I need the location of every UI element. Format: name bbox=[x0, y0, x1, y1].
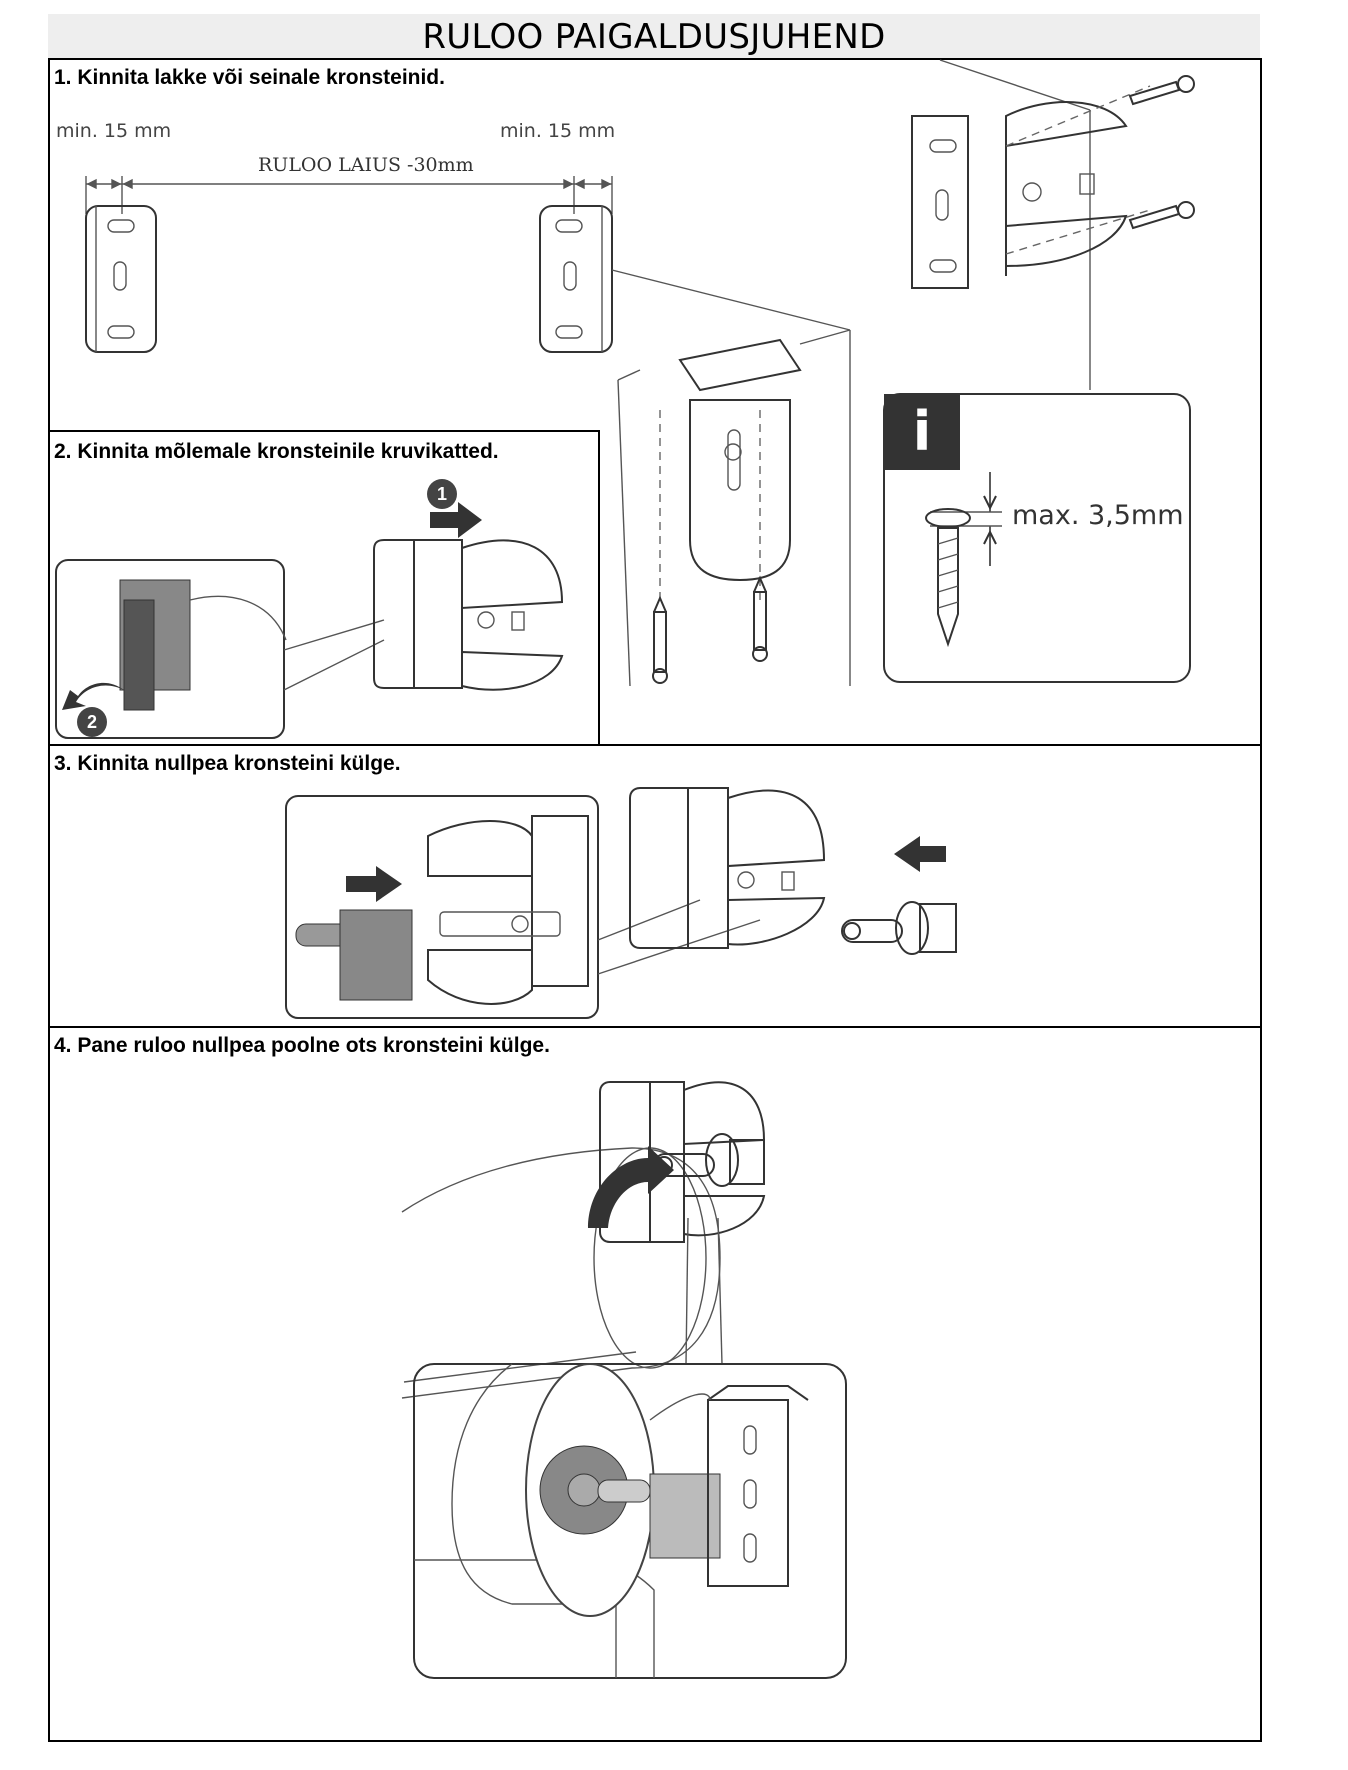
step-1-label: 1. Kinnita lakke või seinale kronsteinid… bbox=[54, 66, 445, 89]
step-4-label: 4. Pane ruloo nullpea poolne ots kronste… bbox=[54, 1034, 550, 1057]
divider-step-4 bbox=[48, 1026, 1260, 1028]
step-2-label: 2. Kinnita mõlemale kronsteinile kruvika… bbox=[54, 440, 499, 463]
min-distance-right: min. 15 mm bbox=[500, 120, 616, 142]
page-title: RULOO PAIGALDUSJUHEND bbox=[48, 14, 1260, 58]
divider-vertical-step-2 bbox=[598, 430, 600, 746]
roller-width-label: RULOO LAIUS -30mm bbox=[258, 154, 474, 176]
step-3-label: 3. Kinnita nullpea kronsteini külge. bbox=[54, 752, 401, 775]
callout-1: 1 bbox=[436, 484, 447, 504]
instructions-frame bbox=[48, 58, 1262, 1742]
callout-2: 2 bbox=[86, 712, 97, 732]
min-distance-left: min. 15 mm bbox=[56, 120, 172, 142]
max-screw-head-label: max. 3,5mm bbox=[1012, 500, 1184, 531]
divider-step-2 bbox=[48, 430, 600, 432]
divider-step-3 bbox=[48, 744, 1260, 746]
info-icon: i bbox=[912, 400, 932, 463]
